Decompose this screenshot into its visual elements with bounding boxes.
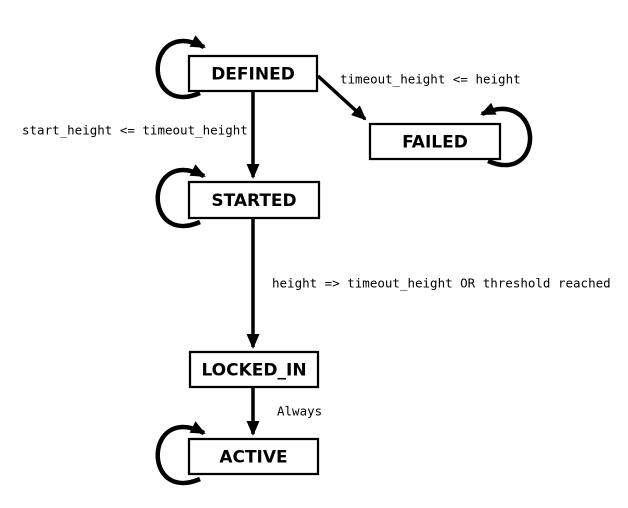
state-failed-label: FAILED — [402, 133, 468, 153]
state-active-box — [187, 437, 320, 476]
state-locked-in-label: LOCKED_IN — [201, 361, 306, 381]
self-loop-active-arrow — [155, 421, 206, 486]
state-started-label: STARTED — [211, 191, 296, 211]
state-active-label: ACTIVE — [219, 448, 287, 468]
transition-defined-failed-label: timeout_height <= height — [340, 72, 521, 87]
self-loop-started-arrow — [155, 164, 206, 229]
transition-started-lockedin-label: height => timeout_height OR threshold re… — [272, 276, 611, 291]
state-locked-in-box — [188, 350, 320, 389]
transition-defined-failed-arrow — [316, 74, 367, 121]
state-locked-in: LOCKED_IN — [188, 350, 320, 389]
state-started-box — [187, 180, 321, 220]
self-loop-defined-arrow — [155, 35, 206, 100]
transition-lockedin-active-label: Always — [277, 404, 322, 419]
state-started: STARTED — [187, 180, 321, 220]
state-defined-box — [187, 54, 319, 93]
state-failed: FAILED — [368, 122, 502, 161]
state-defined-label: DEFINED — [211, 65, 295, 85]
state-defined: DEFINED — [187, 54, 319, 93]
state-active: ACTIVE — [187, 437, 320, 476]
self-loop-failed-arrow — [480, 102, 533, 168]
state-failed-box — [368, 122, 502, 161]
transition-defined-started-label: start_height <= timeout_height — [22, 123, 248, 138]
